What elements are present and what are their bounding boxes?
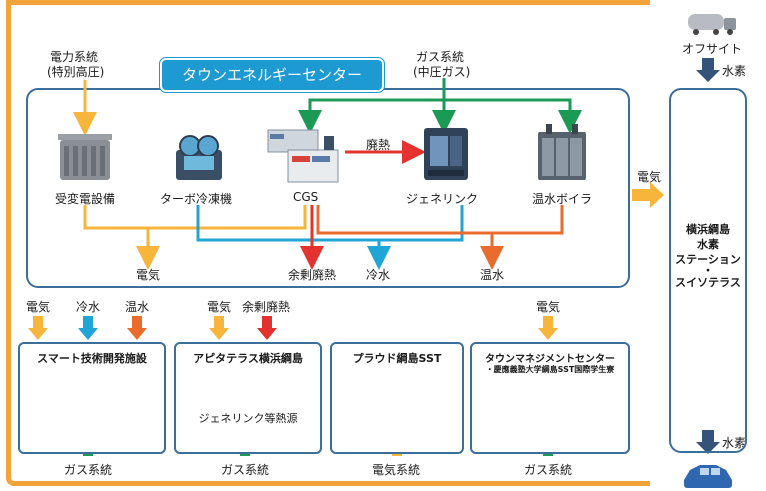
hydrogen-station-box: 横浜綱島 水素 ステーション ・ スイソテラス bbox=[669, 88, 747, 453]
hot-water-boiler-icon bbox=[538, 124, 586, 180]
town-in-electricity-label: 電気 bbox=[536, 300, 561, 314]
tanker-truck-icon bbox=[688, 14, 736, 35]
apita-in-surplus-heat-label: 余剰廃熱 bbox=[242, 300, 291, 314]
hydrogen-in-label: 水素 bbox=[722, 64, 747, 78]
power-source-label: 電力系統 bbox=[50, 50, 99, 64]
town-facility-name-sub: ・慶應義塾大学綱島SST国際学生寮 bbox=[485, 365, 615, 374]
cold-water-output-label: 冷水 bbox=[366, 268, 391, 282]
smart-in-cold-water-label: 冷水 bbox=[76, 300, 101, 314]
station-name-line2: 水素 bbox=[697, 238, 719, 251]
smart-facility-box: スマート技術開発施設 bbox=[18, 342, 166, 454]
station-name-dot: ・ bbox=[702, 264, 714, 277]
apita-facility-name: アピタテラス横浜綱島 bbox=[193, 352, 303, 365]
hydrogen-out-arrow bbox=[696, 430, 720, 454]
turbo-chiller-label: ターボ冷凍機 bbox=[160, 192, 233, 206]
apita-gas-label: ガス系統 bbox=[221, 463, 270, 477]
town-facility-box: タウンマネジメントセンター ・慶應義塾大学綱島SST国際学生寮 bbox=[470, 342, 630, 454]
smart-gas-label: ガス系統 bbox=[64, 463, 113, 477]
offsite-label: オフサイト bbox=[682, 42, 743, 56]
smart-in-electricity-label: 電気 bbox=[26, 300, 51, 314]
substation-icon bbox=[58, 134, 112, 180]
smart-in-hot-water-label: 温水 bbox=[125, 300, 150, 314]
electricity-to-station-arrow bbox=[632, 182, 664, 208]
apita-heat-source-label: ジェネリンク等熱源 bbox=[198, 412, 298, 425]
apita-facility-box: アピタテラス横浜綱島 ジェネリンク等熱源 bbox=[174, 342, 322, 454]
substation-label: 受変電設備 bbox=[55, 192, 116, 206]
gas-to-cgs-line bbox=[298, 78, 446, 134]
proud-facility-name: プラウド綱島SST bbox=[352, 352, 442, 365]
gas-source-label: ガス系統 bbox=[416, 50, 465, 64]
cold-water-bus bbox=[196, 205, 464, 242]
orange-frame bbox=[6, 0, 650, 486]
town-energy-center-title: タウンエネルギーセンター bbox=[160, 58, 384, 92]
electricity-bus bbox=[83, 205, 307, 230]
station-name-line1: 横浜綱島 bbox=[686, 223, 730, 236]
electricity-output-label: 電気 bbox=[136, 268, 161, 282]
hot-water-bus bbox=[316, 205, 564, 235]
hydrogen-in-arrow bbox=[696, 58, 720, 82]
electricity-to-station-label: 電気 bbox=[637, 170, 662, 184]
hot-water-output-label: 温水 bbox=[480, 268, 505, 282]
turbo-chiller-icon bbox=[176, 135, 222, 180]
apita-in-electricity-label: 電気 bbox=[207, 300, 232, 314]
cgs-label: CGS bbox=[293, 190, 319, 204]
genelink-label: ジェネリンク bbox=[406, 192, 479, 206]
proud-power-label: 電気系統 bbox=[372, 463, 421, 477]
smart-facility-name: スマート技術開発施設 bbox=[37, 352, 147, 365]
gas-to-boiler-line bbox=[444, 98, 582, 134]
cgs-icon bbox=[267, 129, 339, 183]
boiler-label: 温水ボイラ bbox=[532, 192, 593, 206]
station-name-line4: スイソテラス bbox=[675, 276, 741, 289]
waste-heat-label: 廃熱 bbox=[366, 138, 391, 152]
car-icon bbox=[684, 465, 732, 488]
town-gas-label: ガス系統 bbox=[524, 463, 573, 477]
proud-facility-box: プラウド綱島SST bbox=[330, 342, 464, 454]
surplus-heat-output-label: 余剰廃熱 bbox=[288, 268, 337, 282]
station-name-line3: ステーション bbox=[675, 253, 741, 266]
power-source-sub-label: (特別高圧) bbox=[47, 65, 105, 79]
gas-source-sub-label: (中圧ガス) bbox=[413, 65, 471, 79]
facility-input-arrows bbox=[28, 316, 558, 340]
town-facility-name: タウンマネジメントセンター bbox=[485, 354, 615, 365]
genelink-icon bbox=[424, 128, 468, 180]
